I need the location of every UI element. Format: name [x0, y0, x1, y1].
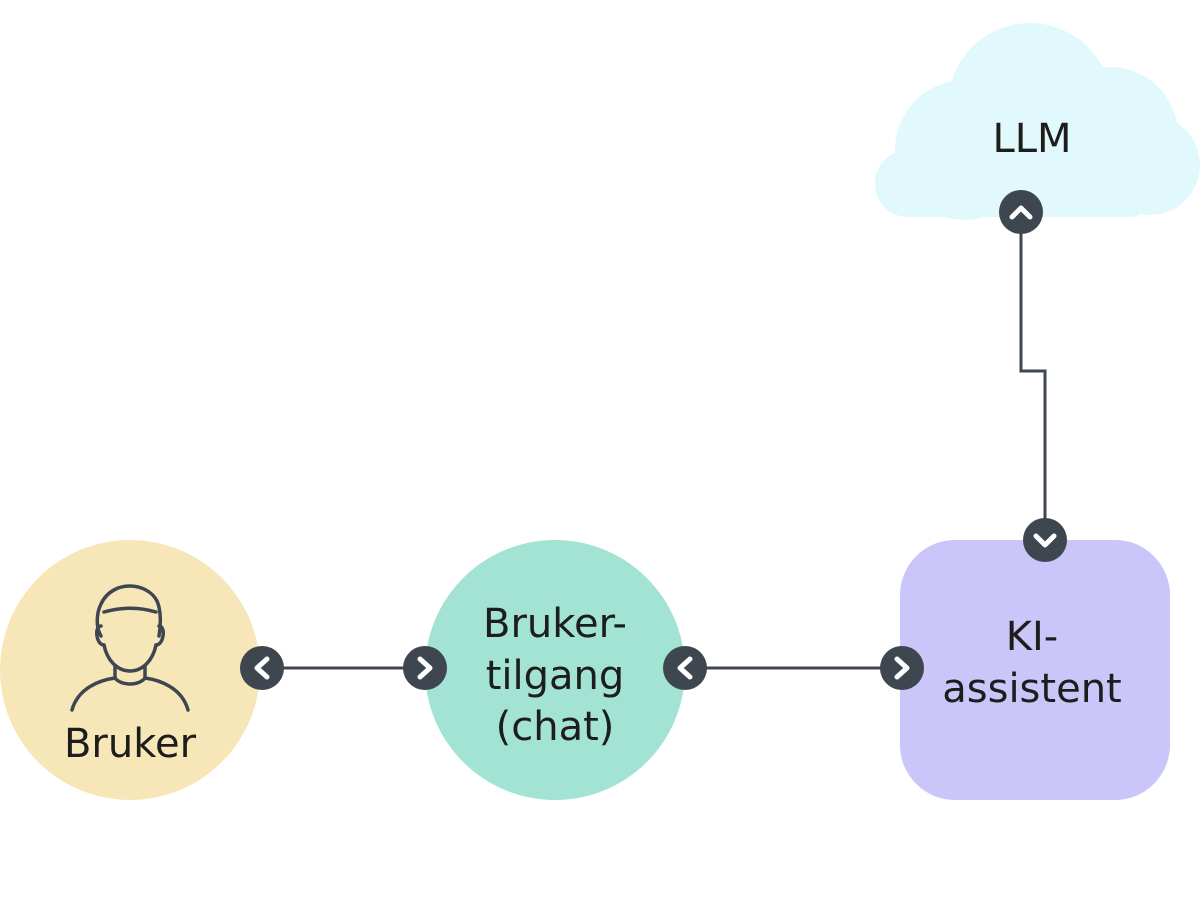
assistant-box	[900, 540, 1170, 800]
port-llm-bottom[interactable]	[999, 190, 1043, 234]
port-assistant-top[interactable]	[1023, 518, 1067, 562]
port-assistant-left[interactable]	[880, 646, 924, 690]
chat-circle	[425, 540, 685, 800]
llm-label: LLM	[992, 116, 1071, 162]
chevron-right-icon	[894, 656, 910, 680]
cloud-shape	[875, 23, 1200, 220]
assistant-label-line-2: assistent	[942, 666, 1121, 712]
chat-label-line-3: (chat)	[496, 704, 615, 750]
user-icon	[70, 584, 190, 712]
port-chat-right[interactable]	[663, 646, 707, 690]
llm-node[interactable]: LLM	[875, 23, 1200, 220]
chat-node[interactable]: Bruker- tilgang (chat)	[425, 540, 685, 800]
assistant-node[interactable]: KI- assistent	[900, 540, 1170, 800]
bruker-label: Bruker	[64, 721, 197, 767]
port-chat-left[interactable]	[403, 646, 447, 690]
connector-assistant-llm	[1019, 212, 1047, 540]
chat-label-line-1: Bruker-	[483, 601, 627, 647]
chevron-up-icon	[1009, 205, 1033, 220]
chat-label-line-2: tilgang	[486, 653, 625, 699]
chevron-right-icon	[417, 656, 433, 680]
bruker-node[interactable]: Bruker	[0, 540, 260, 800]
assistant-label-line-1: KI-	[1006, 614, 1058, 660]
port-bruker-right[interactable]	[240, 646, 284, 690]
chevron-left-icon	[677, 656, 693, 680]
chevron-left-icon	[254, 656, 270, 680]
chevron-down-icon	[1033, 533, 1057, 548]
